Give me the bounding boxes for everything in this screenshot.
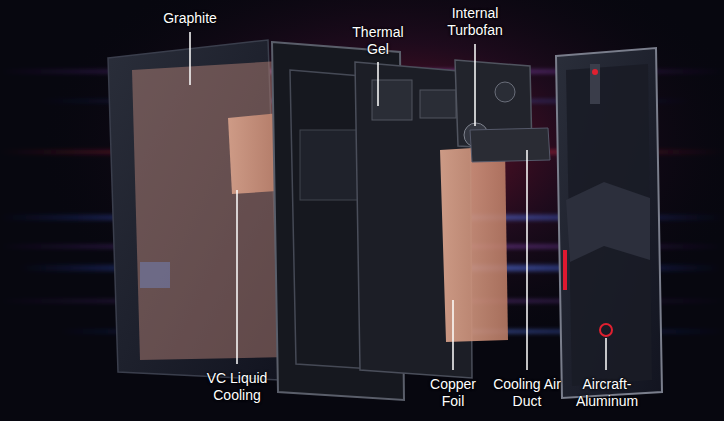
part-label: Thermal Gel	[343, 24, 413, 58]
part-label: Aircraft- Aluminum	[562, 376, 652, 410]
part-label: Internal Turbofan	[432, 5, 518, 39]
part-label: VC Liquid Cooling	[194, 370, 280, 404]
part-label: Copper Foil	[418, 376, 488, 410]
part-label: Graphite	[150, 10, 230, 27]
part-label: Cooling Air Duct	[492, 376, 562, 410]
